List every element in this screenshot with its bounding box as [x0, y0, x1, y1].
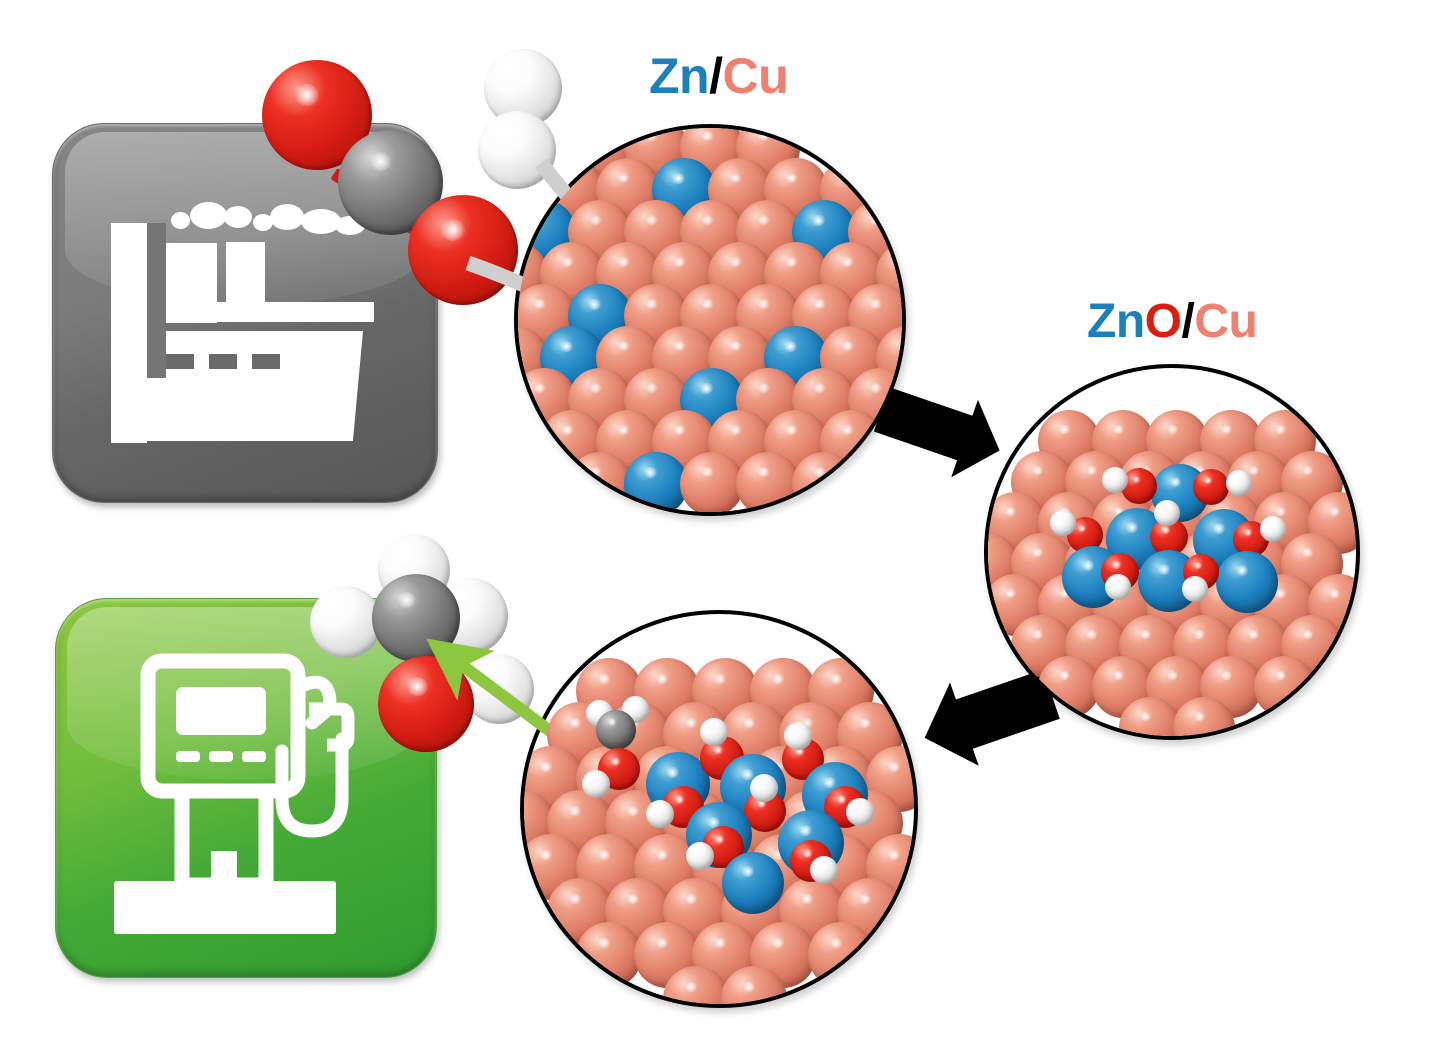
smoke-puff: [253, 214, 273, 231]
copper-atom: [680, 452, 744, 512]
methoxy-zno-cu-surface-circle: [520, 610, 918, 1008]
hydrogen-atom: [1226, 470, 1252, 496]
factory-notch: [147, 223, 166, 378]
hydrogen-atom: [1102, 467, 1128, 493]
zno-cu-label-zn: Zn: [1087, 295, 1145, 348]
hydrogen-atom: [1154, 500, 1180, 526]
carbon-dioxide-molecule: [250, 45, 540, 325]
methanol-hydrogen-atom: [310, 586, 382, 658]
zn-cu-label-zn: Zn: [649, 48, 710, 104]
hydrogen-atom: [700, 718, 728, 746]
hydrogen-atom: [1105, 574, 1131, 600]
zno-cu-label-slash: /: [1181, 295, 1195, 348]
zno-cu-label: ZnO/Cu: [1087, 294, 1258, 349]
smoke-puff: [171, 212, 190, 229]
zinc-atom: [624, 452, 688, 512]
zinc-atom: [1216, 551, 1278, 613]
factory-left-wall: [111, 223, 147, 441]
zinc-atom: [722, 852, 784, 914]
hydrogen-atom: [686, 842, 714, 870]
smoke-puff: [224, 206, 252, 228]
hydrogen-atom: [750, 774, 778, 802]
copper-atom: [1254, 656, 1316, 718]
co2-oxygen-atom: [408, 195, 518, 305]
zn-cu-label: Zn/Cu: [649, 47, 789, 105]
zno-cu-label-o: O: [1144, 295, 1182, 348]
zn-cu-label-slash: /: [709, 48, 723, 104]
hydrogen-molecule: [478, 45, 598, 205]
hydrogen-atom: [810, 856, 838, 884]
copper-atom: [792, 452, 856, 512]
hydrogen-atom: [1050, 510, 1076, 536]
gas-pump-icon: [114, 653, 355, 934]
smoke-puff: [190, 202, 227, 229]
hydrogen-atom: [1260, 516, 1286, 542]
hydrogen-atom: [784, 722, 812, 750]
hydrogen-atom: [846, 798, 874, 826]
zno-cu-surface-circle: [984, 364, 1360, 740]
cu-lattice-with-methoxy-cluster: [524, 614, 914, 1004]
cu-zn-lattice: [518, 128, 902, 512]
factory-window: [166, 354, 194, 369]
factory-long-ledge: [208, 302, 374, 322]
hydrogen-atom: [1182, 576, 1208, 602]
hydrogen-atom: [582, 770, 610, 798]
copper-atom: [808, 922, 874, 988]
factory-window: [252, 354, 280, 369]
smoke-puff: [301, 209, 341, 234]
hydrogenation-arrow: [924, 669, 1060, 766]
copper-atom: [1173, 697, 1235, 736]
zno-cu-label-cu: Cu: [1194, 295, 1258, 348]
copper-atom: [1038, 656, 1100, 718]
factory-small-tower: [226, 242, 265, 302]
cu-lattice-with-zno-cluster: [988, 368, 1356, 736]
oxygen-atom: [1193, 469, 1229, 505]
factory-window: [209, 354, 237, 369]
copper-atom: [568, 452, 632, 512]
zn-cu-label-cu: Cu: [722, 48, 789, 104]
zn-cu-surface-circle: [514, 124, 906, 516]
carbon-atom: [596, 710, 636, 750]
oxidation-arrow: [873, 387, 1000, 478]
copper-atom: [736, 452, 800, 512]
hydrogen-atom: [646, 800, 674, 828]
smoke-puff: [270, 204, 304, 230]
copper-atom: [576, 922, 642, 988]
